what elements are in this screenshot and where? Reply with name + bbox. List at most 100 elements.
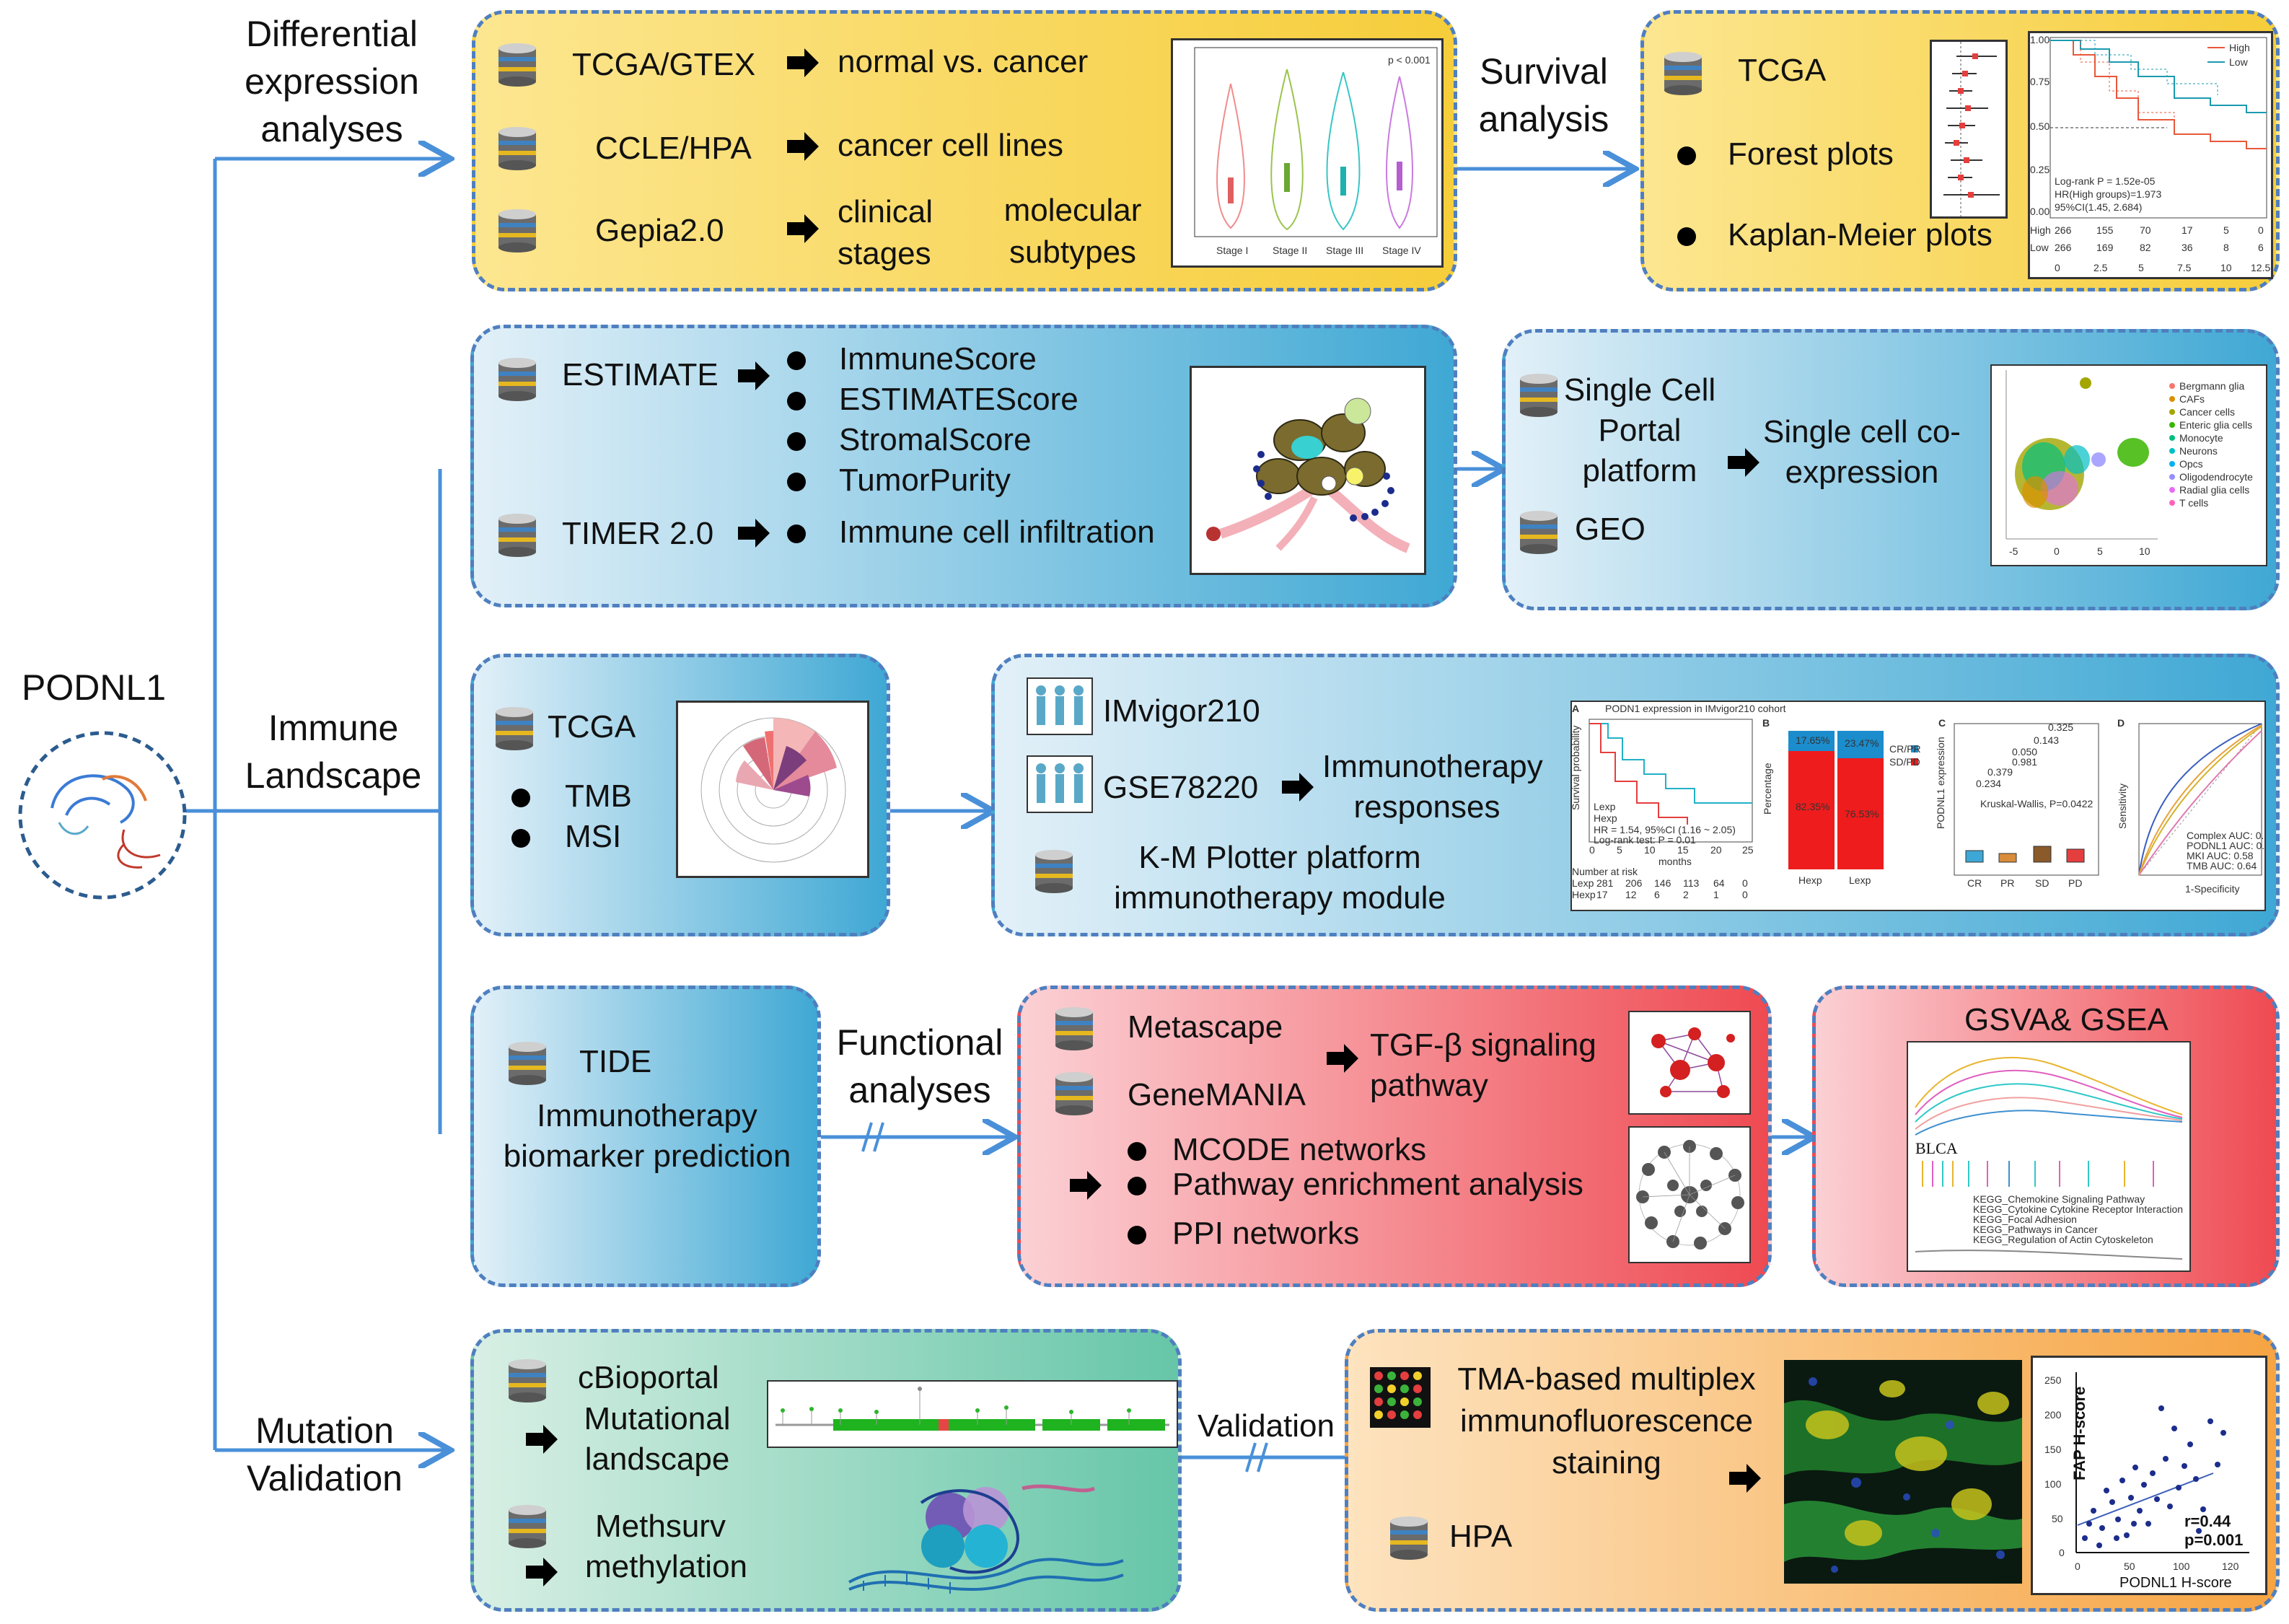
bullet-icon <box>1128 1226 1146 1245</box>
umap-legend-item: Enteric glia cells <box>2179 419 2252 431</box>
estimate-score-4: TumorPurity <box>839 462 1011 498</box>
fig-a-xtick: 0 <box>1589 844 1595 856</box>
database-icon <box>1664 52 1702 95</box>
fig-a-xtick: 25 <box>1742 844 1754 856</box>
fig-a-risk: 281 <box>1596 877 1614 889</box>
bullet-icon <box>787 524 806 543</box>
fig-a-risk: 146 <box>1654 877 1671 889</box>
fig-d-legend: PODNL1 AUC: 0.60 <box>2187 840 2264 851</box>
tcga-immune-source: TCGA <box>548 709 636 745</box>
estimate-score-1: ImmuneScore <box>839 341 1037 377</box>
functional-item-2: Pathway enrichment analysis <box>1172 1167 1583 1202</box>
gsea-plot: BLCA KEGG_Chemokine Signaling Pathway KE… <box>1907 1041 2191 1272</box>
fig-b-value: 23.47% <box>1845 737 1879 749</box>
fig-panel-a: A <box>1572 703 1579 714</box>
database-icon <box>496 707 533 750</box>
database-icon <box>1055 1007 1093 1050</box>
km-ytick-2: 0.75 <box>2030 76 2049 87</box>
gsea-label: BLCA <box>1915 1139 1958 1157</box>
functional-result: TGF-β signaling pathway <box>1370 1027 1596 1103</box>
estimate-box: ESTIMATE ImmuneScore ESTIMATEScore Strom… <box>470 325 1457 607</box>
hpa-source: HPA <box>1449 1519 1513 1554</box>
fig-a-xlabel: months <box>1658 856 1692 867</box>
timer-item: Immune cell infiltration <box>839 514 1155 550</box>
single-cell-result: Single cell co-expression <box>1763 414 1961 490</box>
fig-a-risk: 1 <box>1713 889 1719 900</box>
geo-source: GEO <box>1575 512 1646 547</box>
patient-cohort-icon <box>1027 677 1093 735</box>
fig-a-legend: Hexp <box>1594 812 1617 824</box>
umap-legend-item: CAFs <box>2179 393 2205 405</box>
database-icon <box>1055 1072 1093 1115</box>
fig-a-risk: 6 <box>1654 889 1660 900</box>
km-ytick-5: 0.00 <box>2030 206 2049 217</box>
estimate-score-3: StromalScore <box>839 422 1032 457</box>
fig-b-legend: SD/PD <box>1889 756 1920 768</box>
fig-b-group: Lexp <box>1849 874 1871 886</box>
scatter-ylabel: FAP H-score <box>2070 1387 2088 1480</box>
km-risk-high: 266 <box>2055 224 2072 236</box>
scatter-r: r=0.44 <box>2184 1512 2231 1530</box>
validation-box: TMA-based multiplex immunofluorescence s… <box>1345 1329 2280 1612</box>
km-risk-high: 155 <box>2096 224 2114 236</box>
survival-box: TCGA Forest plots Kaplan-Meier plots <box>1640 10 2280 291</box>
arrow-icon <box>738 361 770 390</box>
gsea-legend: KEGG_Regulation of Actin Cytoskeleton <box>1973 1234 2153 1245</box>
fig-a-risk: 206 <box>1625 877 1643 889</box>
violin-pval: p < 0.001 <box>1388 54 1431 66</box>
tide-box: TIDE Immunotherapy biomarker prediction <box>470 986 821 1287</box>
database-icon <box>1520 374 1558 417</box>
immune-label: Immune Landscape <box>245 708 422 796</box>
single-cell-source: Single Cell Portal platform <box>1563 372 1716 488</box>
immunotherapy-box: IMvigor210 GSE78220 Immunotherapy respon… <box>991 654 2280 936</box>
functional-item-1: MCODE networks <box>1172 1132 1427 1167</box>
cohort-1: IMvigor210 <box>1103 693 1260 729</box>
tumor-microenvironment-illustration <box>1190 366 1426 575</box>
umap-legend-item: Oligodendrocyte <box>2179 471 2253 483</box>
fig-a-row-hexp: Hexp <box>1572 889 1596 900</box>
scatter-xlabel: PODNL1 H-score <box>2119 1575 2232 1591</box>
scatter-ytick: 250 <box>2044 1374 2062 1386</box>
functional-source-1: Metascape <box>1128 1009 1283 1045</box>
fig-a-xtick: 15 <box>1677 844 1689 856</box>
radar-plot <box>676 701 869 878</box>
diff-result-2: cancer cell lines <box>838 128 1064 163</box>
km-legend-low: Low <box>2229 56 2249 68</box>
survival-item-2: Kaplan-Meier plots <box>1728 217 1993 253</box>
km-row-high: High <box>2030 224 2051 236</box>
functional-box: Metascape GeneMANIA TGF-β signaling path… <box>1017 986 1772 1287</box>
fig-d-xlabel: 1-Specificity <box>2185 883 2239 895</box>
bullet-icon <box>787 473 806 491</box>
violin-stage-2: Stage II <box>1273 245 1307 256</box>
forest-plot <box>1930 40 2008 219</box>
scatter-p: p=0.001 <box>2184 1531 2243 1549</box>
km-xtick: 5 <box>2138 262 2144 273</box>
fig-a-risk-title: Number at risk <box>1572 866 1638 877</box>
fig-c-stat: 0.325 <box>2048 721 2073 733</box>
diff-result-1: normal vs. cancer <box>838 44 1089 79</box>
fig-a-xtick: 10 <box>1644 844 1656 856</box>
network-diagram-1 <box>1628 1011 1751 1115</box>
fig-a-xtick: 20 <box>1710 844 1722 856</box>
functional-source-2: GeneMANIA <box>1128 1077 1306 1112</box>
differential-expression-box: TCGA/GTEX normal vs. cancer CCLE/HPA can… <box>472 10 1457 291</box>
fig-b-value: 17.65% <box>1796 734 1829 746</box>
diff-source-3: Gepia2.0 <box>595 213 724 248</box>
diff-source-2: CCLE/HPA <box>595 131 752 166</box>
database-icon <box>498 209 536 253</box>
km-plot: 1.00 0.75 0.50 0.25 0.00 High Low Log-ra… <box>2028 31 2273 279</box>
fig-a-risk: 113 <box>1683 877 1700 889</box>
fig-d-legend: MKI AUC: 0.58 <box>2187 850 2254 861</box>
estimate-score-2: ESTIMATEScore <box>839 382 1078 417</box>
fig-b-group: Hexp <box>1798 874 1822 886</box>
tma-label: TMA-based multiplex immunofluorescence s… <box>1457 1361 1756 1480</box>
functional-item-3: PPI networks <box>1172 1216 1360 1251</box>
km-xtick: 2.5 <box>2094 262 2108 273</box>
mutation-item-2: Mutational landscape <box>584 1401 731 1477</box>
km-risk-high: 70 <box>2140 224 2151 236</box>
bullet-icon <box>1677 227 1696 246</box>
immunotherapy-figure: A PODN1 expression in IMvigor210 cohort … <box>1570 701 2266 911</box>
fig-a-stat: HR = 1.54, 95%CI (1.16 ~ 2.05) <box>1594 824 1736 835</box>
umap-legend-item: Radial glia cells <box>2179 484 2249 496</box>
